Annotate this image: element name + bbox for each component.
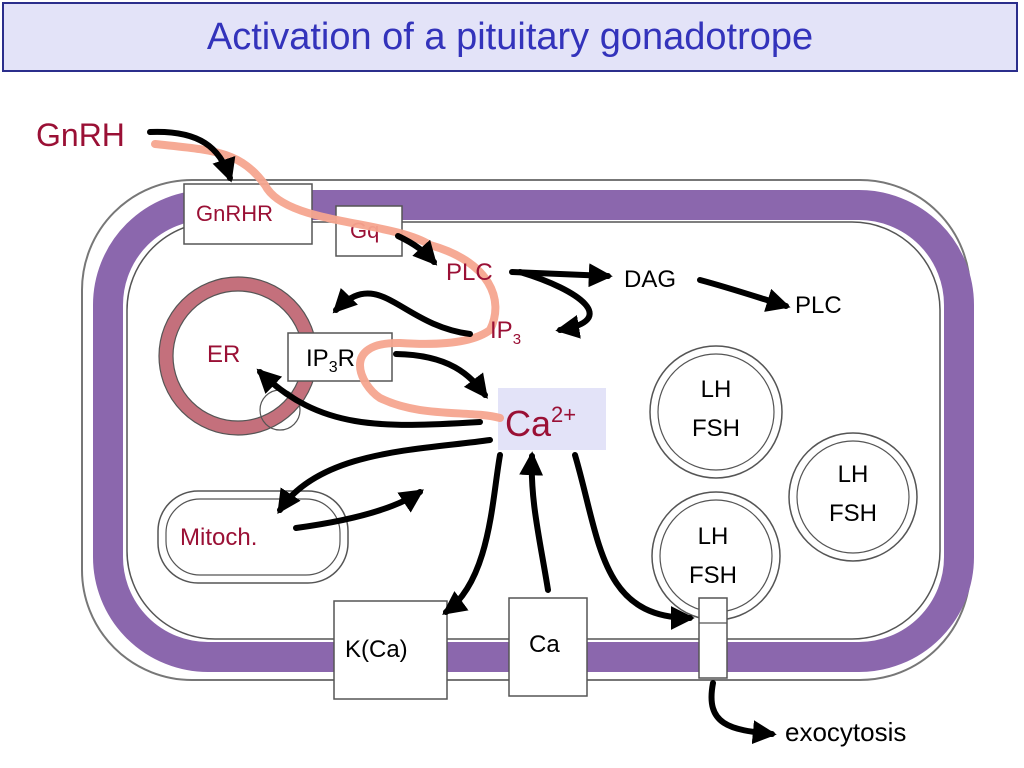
arrow-mitoch-to-cytosol — [293, 489, 424, 531]
arrow-ca-to-er — [256, 368, 483, 428]
arrow-ca-to-kca — [442, 452, 503, 615]
title-banner: Activation of a pituitary gonadotrope — [2, 2, 1018, 72]
granule-fsh: FSH — [689, 562, 737, 589]
granule-fsh: FSH — [829, 500, 877, 527]
ip3r-label: IP3R — [306, 345, 355, 376]
ip3r-box — [287, 332, 393, 382]
arrow-dag-to-plc — [697, 277, 791, 312]
ca-ion-box — [498, 388, 606, 450]
gnrh-label: GnRH — [36, 117, 125, 153]
ip3-label: IP3 — [490, 317, 521, 348]
mitochondrion — [157, 490, 349, 584]
kca-channel-box — [333, 600, 448, 700]
arrow-ca-to-mitoch — [277, 437, 493, 514]
arrow-exocytosis-out — [708, 680, 777, 745]
arrow-ip3r-to-ca — [393, 351, 488, 399]
ca-ion-label: Ca2+ — [505, 402, 576, 444]
er-label: ER — [207, 341, 240, 368]
arrow-plc-to-ip3 — [517, 269, 593, 339]
arrow-ip3-to-er — [332, 287, 473, 337]
gnrhr-label: GnRHR — [196, 201, 273, 226]
secretory-granule: LH FSH — [788, 432, 918, 562]
granule-lh: LH — [698, 523, 729, 550]
gnrhr-receptor-box — [183, 183, 313, 245]
granule-fsh: FSH — [692, 415, 740, 442]
plc-label: PLC — [446, 259, 493, 286]
signaling-pathway-highlight — [151, 140, 504, 422]
ca-channel-box — [508, 597, 588, 697]
exocytosis-label: exocytosis — [785, 717, 906, 747]
arrow-gnrh-to-receptor — [147, 128, 236, 183]
ca-channel-label: Ca — [529, 631, 560, 658]
mitochondrion-inner — [165, 498, 341, 576]
arrow-gq-to-plc — [395, 233, 438, 266]
secretory-granule: LH FSH — [649, 345, 783, 479]
plc-downstream-label: PLC — [795, 292, 842, 319]
arrow-ca-channel-to-ca — [519, 451, 551, 593]
mitoch-label: Mitoch. — [180, 524, 257, 551]
page-title: Activation of a pituitary gonadotrope — [206, 15, 814, 58]
kca-label: K(Ca) — [345, 636, 408, 663]
exocytosis-pore — [698, 597, 728, 679]
granule-lh: LH — [838, 461, 869, 488]
arrow-ca-to-exocytosis — [572, 452, 695, 630]
granule-lh: LH — [701, 376, 732, 403]
dag-label: DAG — [624, 266, 676, 293]
